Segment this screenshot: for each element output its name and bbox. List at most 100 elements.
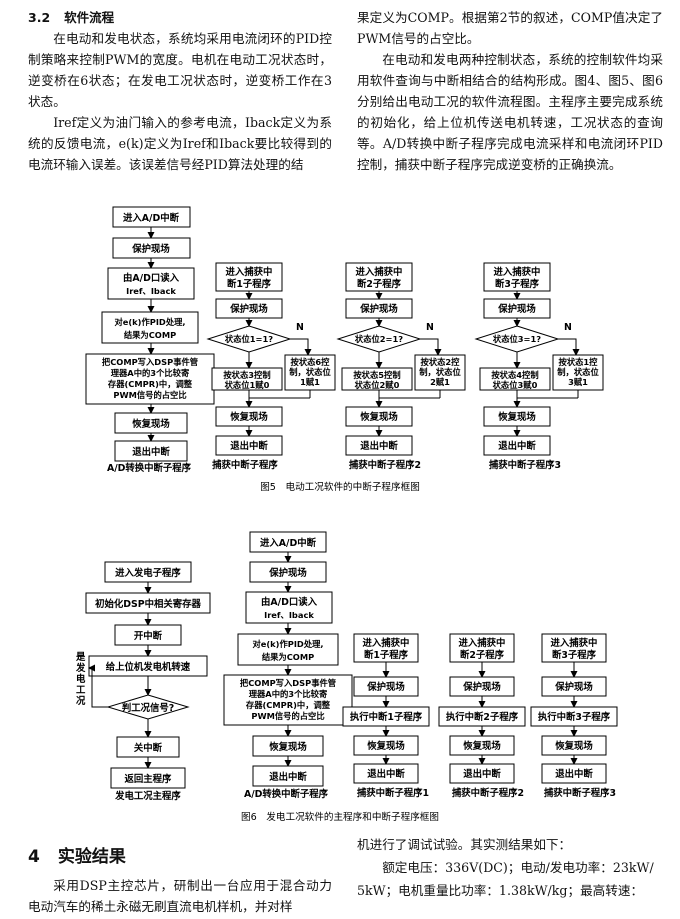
fig6-c1-enter-box — [353, 633, 419, 663]
fig5-cap3-cond-text: 状态位3=1? — [493, 334, 541, 344]
fig6-ad-pid-text1: 对e(k)作PID处理, — [252, 639, 323, 649]
fig5-ad-read-text1: 由A/D口读入 — [123, 272, 180, 284]
fig5-cap3-yes-box — [479, 367, 551, 391]
fig5-cap3-no-text1: 按状态1控 — [559, 357, 599, 367]
fig5-cap1-enter-text2: 断1子程序 — [227, 278, 272, 290]
fig6-c2-enter-text2: 断2子程序 — [460, 649, 505, 661]
fig5-ad-comp-text3: 存器(CMPR)中，调整 — [107, 379, 193, 389]
fig6-ad-comp-text1: 把COMP写入DSP事件管 — [240, 678, 336, 688]
fig6-c2-exit-text: 退出中断 — [463, 768, 501, 780]
fig6-ad-pid-text2: 结果为COMP — [262, 652, 314, 662]
fig5-cap3-exit-text: 退出中断 — [498, 440, 536, 452]
fig5-ad-pid-text2: 结果为COMP — [124, 330, 176, 340]
fig6-ad-comp-text4: PWM信号的占空比 — [251, 711, 324, 721]
fig5-cap2-no-text3: 2赋1 — [430, 377, 450, 387]
fig6-main-label: 发电工况主程序 — [114, 790, 181, 802]
fig6-c3-protect-text: 保护现场 — [554, 681, 593, 693]
fig6-main-side-4: 工 — [76, 685, 86, 696]
fig6-c1-protect-text: 保护现场 — [366, 681, 405, 693]
fig6-c3-exec-text: 执行中断3子程序 — [538, 711, 611, 723]
fig5-cap1-enter-box — [215, 262, 283, 292]
fig5-cap1-yes-text1: 按状态3控制 — [223, 370, 270, 380]
fig6-c1-exit-box — [353, 763, 419, 784]
fig5-cap2-yes-box — [341, 367, 413, 391]
fig5-cap2-enter-text2: 断2子程序 — [357, 278, 402, 290]
fig5-cap1-cond-text: 状态位1=1? — [225, 334, 273, 344]
right-column-text: 果定义为COMP。根据第2节的叙述，COMP值决定了PWM信号的占空比。 在电动… — [357, 7, 663, 175]
fig6-main-flowchart: 进入发电子程序 初始化DSP中相关寄存器 开中断 给上位机发电机转速 判工况信号… — [75, 561, 211, 802]
fig5-cap2-exit-box — [345, 435, 413, 456]
fig6-c3-label: 捕获中断子程序3 — [544, 787, 616, 799]
fig6-c3-exit-box — [541, 763, 607, 784]
fig6-ad-read-box — [245, 591, 333, 624]
fig6-ad-comp-text3: 存器(CMPR)中，调整 — [245, 700, 331, 710]
fig5-ad-exit-box — [114, 440, 188, 462]
fig6-c2-restore-text: 恢复现场 — [463, 740, 501, 752]
fig6-main-init-text: 初始化DSP中相关寄存器 — [95, 598, 201, 610]
fig6-c1-exec-text: 执行中断1子程序 — [350, 711, 423, 723]
fig5-cap3-no-text3: 3赋1 — [568, 377, 588, 387]
fig5-caption: 图5 电动工况软件的中断子程序框图 — [260, 481, 420, 493]
fig6-caption: 图6 发电工况软件的主程序和中断子程序框图 — [241, 811, 439, 823]
fig5-cap2-yes-text1: 按状态5控制 — [353, 370, 400, 380]
fig6-main-side-2: 发 — [75, 662, 86, 674]
fig6-c2-enter-box — [449, 633, 515, 663]
bottom-right-text: 机进行了调试试验。其实测结果如下： 额定电压：336V(DC)；电动/发电功率：… — [357, 834, 663, 901]
fig6-ad-label: A/D转换中断子程序 — [244, 788, 329, 800]
fig6-main-open-text: 开中断 — [134, 630, 163, 642]
results-text-line3: 5kW；电机重量比功率：1.38kW/kg；最高转速： — [357, 883, 644, 898]
fig6-main-enter-text: 进入发电子程序 — [115, 567, 181, 579]
fig6-c1-restore-text: 恢复现场 — [367, 740, 405, 752]
fig5-cap2-no-text2: 制，状态位 — [419, 367, 461, 377]
fig6-main-close-text: 关中断 — [134, 742, 163, 754]
fig5-cap2-label: 捕获中断子程序2 — [349, 459, 421, 471]
fig5-cap1-n-label: N — [296, 322, 304, 333]
fig5-cap1-exit-box — [215, 435, 283, 456]
fig5-cap2-flowchart: 进入捕获中 断2子程序 保护现场 状态位2=1? N 按状态5控制 状态位2赋0… — [336, 262, 466, 471]
fig5-cap1-enter-text1: 进入捕获中 — [226, 266, 273, 278]
fig5-ad-comp-text4: PWM信号的占空比 — [113, 390, 186, 400]
fig5-cap1-flowchart: 进入捕获中 断1子程序 保护现场 状态位1=1? N 按状态3控制 状态位1赋0… — [206, 262, 336, 471]
fig6-main-side-3: 电 — [76, 673, 86, 685]
fig5-cap3-enter-text2: 断3子程序 — [495, 278, 540, 290]
paragraph-control-strategy: 在电动和发电状态，系统均采用电流闭环的PID控制策略来控制PWM的宽度。电机在电… — [28, 31, 332, 109]
fig6-c1-enter-text1: 进入捕获中 — [363, 637, 410, 649]
fig5-cap3-exit-box — [483, 435, 551, 456]
fig6-c1-flowchart: 进入捕获中 断1子程序 保护现场 执行中断1子程序 恢复现场 退出中断 捕获中断… — [342, 633, 430, 799]
fig5-ad-label: A/D转换中断子程序 — [107, 462, 192, 474]
fig6-c3-flowchart: 进入捕获中 断3子程序 保护现场 执行中断3子程序 恢复现场 退出中断 捕获中断… — [530, 633, 618, 799]
fig6-c3-enter-text2: 断3子程序 — [552, 649, 597, 661]
fig5-ad-read-box — [107, 267, 195, 300]
fig6-c3-exit-text: 退出中断 — [555, 768, 593, 780]
fig5-cap3-protect-text: 保护现场 — [497, 303, 536, 315]
fig5-cap1-label: 捕获中断子程序 — [212, 459, 278, 471]
fig5-ad-comp-text1: 把COMP写入DSP事件管 — [102, 357, 198, 367]
fig5-cap2-restore-text: 恢复现场 — [360, 411, 398, 423]
fig6-main-return-text: 返回主程序 — [125, 773, 173, 785]
fig5-ad-protect-text: 保护现场 — [131, 243, 170, 255]
fig6-ad-exit-box — [252, 765, 324, 787]
fig5-cap2-yes-text2: 状态位2赋0 — [355, 380, 400, 390]
fig5-cap3-enter-box — [483, 262, 551, 292]
fig6-ad-pid-box — [237, 633, 339, 666]
results-section-title: 实验结果 — [57, 847, 126, 867]
fig6-c1-enter-text2: 断1子程序 — [364, 649, 409, 661]
fig5-cap3-enter-text1: 进入捕获中 — [494, 266, 541, 278]
fig5-cap3-yes-text2: 状态位3赋0 — [493, 380, 538, 390]
fig5-ad-enter-text: 进入A/D中断 — [123, 212, 180, 224]
fig6-ad-flowchart: 进入A/D中断 保护现场 由A/D口读入 Iref、Iback 对e(k)作PI… — [223, 531, 353, 800]
fig5-cap3-no-text2: 制，状态位 — [557, 367, 599, 377]
fig6-ad-comp-box — [223, 674, 353, 726]
fig5-cap2-exit-text: 退出中断 — [360, 440, 398, 452]
fig6-c2-label: 捕获中断子程序2 — [452, 787, 524, 799]
fig6-ad-read-text1: 由A/D口读入 — [261, 596, 318, 608]
fig5-cap3-n-label: N — [564, 322, 572, 333]
fig5-ad-comp-text2: 理器A中的3个比较寄 — [111, 368, 190, 378]
fig5-cap3-flowchart: 进入捕获中 断3子程序 保护现场 状态位3=1? N 按状态4控制 状态位3赋0… — [474, 262, 604, 471]
fig5-ad-exit-text: 退出中断 — [132, 446, 170, 458]
fig5-ad-pid-box — [101, 311, 199, 344]
